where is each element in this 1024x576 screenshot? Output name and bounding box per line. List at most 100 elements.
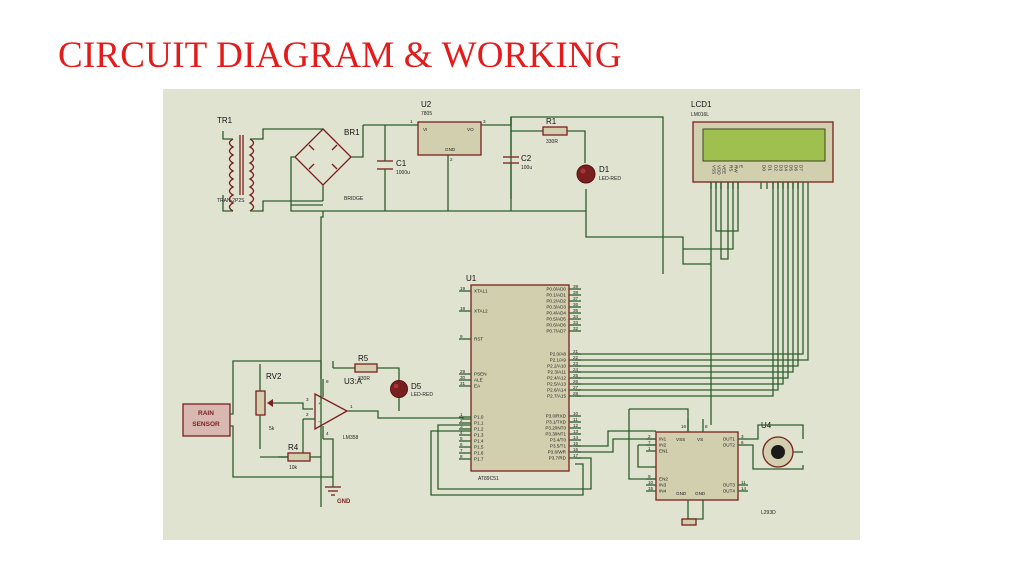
u4-pin-number: 7 [648, 440, 651, 445]
rv2-value: 5k [269, 426, 275, 432]
tr1-ref: TR1 [217, 116, 233, 125]
u1-pin-name: P1.7 [474, 457, 484, 462]
u1-pin-number: 39 [573, 284, 579, 289]
u1-pin-number: 1 [460, 412, 463, 417]
u4-pin-name: EN1 [659, 449, 668, 454]
u1-pin-name: P1.0 [474, 415, 484, 420]
u1-pin-number: 38 [573, 290, 579, 295]
u4-pin-name: OUT4 [723, 489, 736, 494]
led-d1: D1 LED-RED [576, 164, 621, 184]
r5-ref: R5 [358, 354, 369, 363]
resistor-r4: R4 10k [260, 443, 321, 471]
lcd-pin-label: D2 [774, 165, 779, 171]
u1-pin-number: 14 [573, 435, 579, 440]
lcd-pin-label: VEE [722, 165, 727, 174]
u1-pin-number: 15 [573, 441, 579, 446]
u2-pin-vi: VI [423, 127, 427, 132]
lcd-pin-label: E [739, 165, 744, 168]
u1-pin-number: 32 [573, 326, 579, 331]
u2-pin3: 3 [483, 119, 486, 124]
slide-title: CIRCUIT DIAGRAM & WORKING [58, 35, 622, 76]
u1-pin-name: P3.2/INT0 [545, 426, 566, 431]
u1-pin-number: 34 [573, 314, 579, 319]
lcd-pin-label: D6 [794, 165, 799, 171]
r5-value: 330R [358, 376, 370, 382]
u4-inner-label: GND [676, 491, 687, 496]
u1-pin-number: 9 [460, 334, 463, 339]
lcd-pin-label: D0 [762, 165, 767, 171]
u1-pin-name: P1.3 [474, 433, 484, 438]
d5-value: LED-RED [411, 392, 433, 398]
lcd-pin-label: D7 [799, 165, 804, 171]
u1-pin-name: P2.3/A11 [547, 370, 566, 375]
u1-pin-name: P2.5/A13 [547, 382, 566, 387]
capacitor-c2: C2 100u [503, 117, 532, 179]
d1-ref: D1 [599, 165, 610, 174]
u1-pin-name: P1.4 [474, 439, 484, 444]
u1-pin-number: 4 [460, 430, 463, 435]
u1-pin-name: XTAL1 [474, 289, 488, 294]
lcd-pin-label: D5 [789, 165, 794, 171]
transformer-tr1: TR1 TRAN-2P2S [217, 116, 323, 212]
c1-value: 1000u [396, 170, 410, 176]
u4-inner-label: VSS [676, 437, 685, 442]
u1-pin-number: 17 [573, 453, 579, 458]
lcd-pin-label: RS [729, 165, 734, 171]
u1-pin-name: P2.6/A14 [547, 388, 566, 393]
u1-pin-name: P0.1/AD1 [546, 293, 566, 298]
resistor-r5: R5 330R [332, 354, 400, 382]
u4-pin-number: 10 [648, 480, 654, 485]
rain-sensor-module: RAIN SENSOR [182, 403, 231, 437]
u1-pin-name: P3.5/T1 [550, 444, 567, 449]
br1-value: BRIDGE [344, 196, 364, 202]
u1-pin-number: 8 [460, 454, 463, 459]
sensor-label-line2: SENSOR [192, 421, 220, 428]
u1-pin-number: 29 [460, 369, 466, 374]
c2-value: 100u [521, 165, 532, 171]
capacitor-c1: C1 1000u [377, 159, 410, 176]
lcd-pin-label: VSS [712, 165, 717, 174]
microcontroller-u1: U1 AT89C51 19XTAL118XTAL29RST29PSEN30ALE… [459, 274, 581, 482]
u1-pin-number: 6 [460, 442, 463, 447]
u3-pin4: 4 [326, 431, 329, 436]
opamp-u3a: + − U3:A LM358 8 4 3 2 1 [278, 377, 471, 458]
u4-value: L293D [761, 510, 776, 516]
u4-pin-number: 11 [741, 480, 746, 485]
u1-pin-number: 13 [573, 429, 579, 434]
r1-value: 330R [546, 139, 558, 145]
u1-pin-number: 23 [573, 361, 579, 366]
led-d5: D5 LED-RED [390, 380, 433, 411]
resistor-r1: R1 330R [511, 117, 586, 163]
r1-ref: R1 [546, 117, 557, 126]
u4-pin-number: 15 [648, 486, 654, 491]
u4-inner-label: GND [695, 491, 706, 496]
opamp-minus-sign: − [318, 419, 321, 424]
u1-pin-number: 3 [460, 424, 463, 429]
u4-pin-name: IN1 [659, 437, 667, 442]
u1-pin-name: P0.5/AD5 [546, 317, 566, 322]
u4-pin-number: 2 [648, 434, 651, 439]
u1-pin-name: P3.1/TXD [546, 420, 567, 425]
u1-pin-number: 10 [573, 411, 579, 416]
opamp-plus-sign: + [318, 401, 321, 406]
u3-pin2: 2 [306, 412, 309, 417]
u1-pin-number: 7 [460, 448, 463, 453]
u1-pin-number: 30 [460, 375, 466, 380]
d5-ref: D5 [411, 382, 422, 391]
u1-pin-number: 35 [573, 308, 579, 313]
u3-pin1: 1 [350, 404, 353, 409]
u3-value: LM358 [343, 435, 359, 441]
r4-ref: R4 [288, 443, 299, 452]
u1-pin-name: P3.4/T0 [550, 438, 567, 443]
u1-pin-name: P1.1 [474, 421, 484, 426]
u1-pin-name: P3.0/RXD [546, 414, 567, 419]
u2-pin-gnd: GND [445, 147, 456, 152]
u1-pin-name: P0.0/AD0 [546, 287, 566, 292]
r4-value: 10k [289, 465, 298, 471]
lcd-pin-label: RW [734, 165, 739, 173]
c1-ref: C1 [396, 159, 407, 168]
u1-pin-number: 26 [573, 379, 579, 384]
u1-pin-name: P2.4/A12 [547, 376, 566, 381]
u4-pin-name: OUT3 [723, 483, 736, 488]
